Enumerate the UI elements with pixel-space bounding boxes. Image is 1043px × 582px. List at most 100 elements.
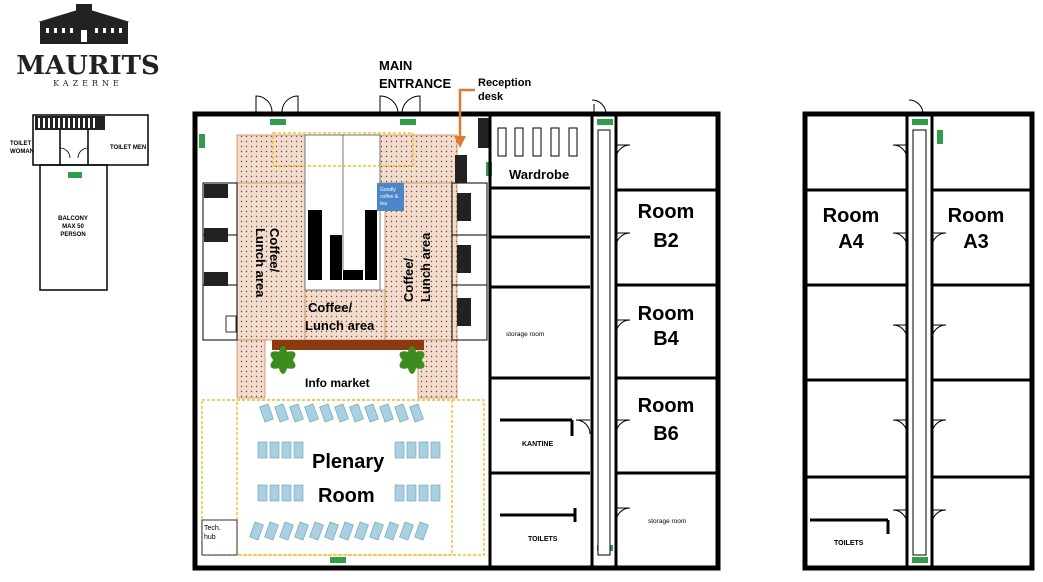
balcony-label-3: PERSON [60, 232, 85, 238]
plenary-chair [369, 521, 384, 541]
exit-sign-icon [937, 130, 943, 144]
plenary-chair [406, 441, 417, 459]
goodly-label-2: coffee & [380, 194, 399, 200]
room-b2-label-1: Room [638, 201, 695, 223]
main-building: Goodly coffee & tea [192, 88, 721, 571]
coffee-right-label-2: Lunch area [418, 232, 433, 302]
toilets-label: TOILETS [528, 536, 558, 543]
plenary-chair [430, 441, 441, 459]
a-building [802, 99, 1035, 571]
plenary-chair [259, 403, 274, 423]
balcony-label-2: MAX 50 [62, 224, 84, 230]
plenary-chair [309, 521, 324, 541]
storage-room-label: storage room [506, 331, 544, 338]
coffee-left-label-1: Coffee/ [267, 228, 282, 272]
plenary-chair [279, 521, 294, 541]
plenary-chair [354, 521, 369, 541]
toilet-men-label: TOILET MEN [110, 145, 146, 151]
reception-arrow-icon [454, 88, 475, 148]
goodly-label-3: tea [380, 201, 387, 207]
plenary-chair [394, 441, 405, 459]
plenary-chair [430, 484, 441, 502]
room-b6-label-2: B6 [653, 423, 679, 445]
plenary-chair [293, 441, 304, 459]
plenary-chair [264, 521, 279, 541]
balcony-plan: TOILET WOMAN TOILET MEN BALCONY MAX 50 P… [10, 114, 149, 291]
wardrobe-label: Wardrobe [509, 167, 569, 182]
plenary-chair [418, 484, 429, 502]
plenary-chair [293, 484, 304, 502]
plenary-chair [324, 521, 339, 541]
plenary-chair [406, 484, 417, 502]
logo-brand: MAURITS [16, 51, 160, 81]
plenary-chair [269, 484, 280, 502]
reception-label-1: Reception [478, 77, 531, 89]
plenary-chair [257, 484, 268, 502]
storage-room-b-label: storage room [648, 518, 686, 525]
tech-hub-label-1: Tech. [204, 525, 221, 532]
exit-sign-icon [68, 172, 82, 178]
plenary-chair [349, 403, 364, 423]
plenary-chair [304, 403, 319, 423]
toilet-woman-label-2: WOMAN [10, 149, 34, 155]
exit-sign-icon [912, 557, 928, 563]
room-a4-label-2: A4 [838, 231, 864, 253]
plenary-chair [339, 521, 354, 541]
info-market-label: Info market [305, 376, 370, 390]
room-a3-label-1: Room [948, 205, 1005, 227]
plenary-label-1: Plenary [312, 451, 385, 473]
plenary-chair [294, 521, 309, 541]
plenary-chair [394, 484, 405, 502]
logo-sub: KAZERNE [53, 79, 123, 88]
plenary-label-2: Room [318, 485, 375, 507]
plenary-seating [249, 403, 441, 541]
plenary-chair [274, 403, 289, 423]
room-b6-label-1: Room [638, 395, 695, 417]
plenary-chair [257, 441, 268, 459]
door-icon [255, 95, 421, 113]
goodly-coffee-stand [377, 183, 404, 211]
coffee-center-label-2: Lunch area [305, 318, 375, 333]
main-entrance-label-1: MAIN [379, 58, 412, 73]
plenary-chair [379, 403, 394, 423]
plenary-chair [364, 403, 379, 423]
tech-hub-label-2: hub [204, 534, 216, 541]
room-a3-label-2: A3 [963, 231, 989, 253]
plenary-chair [281, 484, 292, 502]
plenary-chair [269, 441, 280, 459]
room-b4-label-1: Room [638, 303, 695, 325]
room-a4-label-1: Room [823, 205, 880, 227]
plenary-chair [319, 403, 334, 423]
plenary-chair [281, 441, 292, 459]
plenary-chair [414, 521, 429, 541]
kantine-label: KANTINE [522, 441, 553, 448]
reception-label-2: desk [478, 91, 504, 103]
plenary-chair [249, 521, 264, 541]
room-b2-label-2: B2 [653, 230, 679, 252]
plenary-chair [409, 403, 424, 423]
info-market-bench [272, 340, 424, 350]
plenary-chair [384, 521, 399, 541]
coffee-left-label-2: Lunch area [253, 228, 268, 298]
plenary-chair [399, 521, 414, 541]
toilet-woman-label-1: TOILET [10, 141, 32, 147]
door-icon [575, 99, 631, 523]
plant-icon [270, 346, 425, 374]
plenary-chair [418, 441, 429, 459]
coffee-right-label-1: Coffee/ [401, 258, 416, 302]
labels: MAIN ENTRANCE Reception desk Wardrobe Co… [204, 58, 1004, 547]
logo: MAURITS KAZERNE [16, 4, 160, 88]
room-b4-label-2: B4 [653, 328, 679, 350]
balcony-label-1: BALCONY [58, 216, 88, 222]
coffee-center-label-1: Coffee/ [308, 300, 352, 315]
door-icon [892, 99, 947, 525]
main-entrance-label-2: ENTRANCE [379, 76, 452, 91]
toilets-a-label: TOILETS [834, 540, 864, 547]
plenary-chair [334, 403, 349, 423]
tech-hub-box [201, 519, 238, 556]
plenary-chair [289, 403, 304, 423]
goodly-label-1: Goodly [380, 187, 396, 193]
castle-logo-icon [38, 4, 130, 44]
plenary-chair [394, 403, 409, 423]
